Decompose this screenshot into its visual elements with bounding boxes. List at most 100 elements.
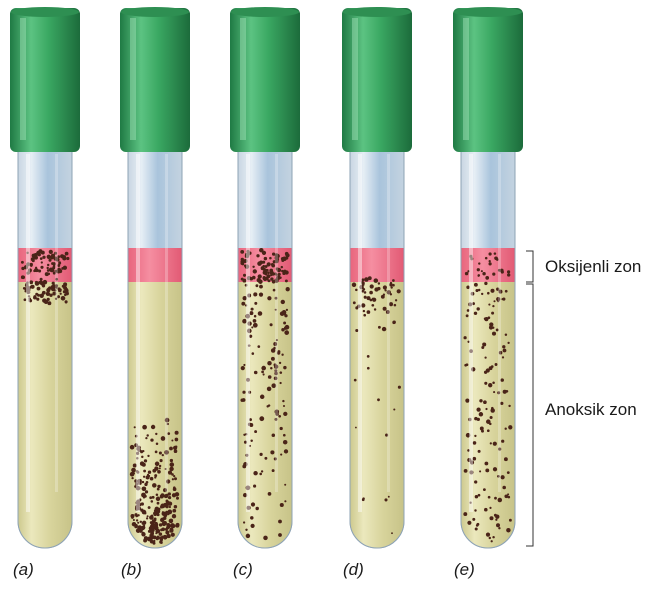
colony-dot	[251, 308, 254, 311]
colony-dot	[267, 387, 272, 392]
colony-dot	[383, 307, 387, 311]
colony-dot	[258, 274, 262, 278]
colony-dot	[251, 326, 253, 328]
colony-dot	[489, 252, 492, 255]
colony-dot	[251, 524, 255, 528]
colony-dot	[284, 330, 289, 335]
colony-dot	[491, 312, 494, 315]
colony-dot	[482, 272, 485, 275]
colony-dot	[355, 427, 357, 429]
colony-dot	[286, 309, 288, 311]
colony-dot	[65, 301, 68, 304]
colony-dot	[34, 268, 38, 272]
colony-dot	[253, 471, 257, 475]
glass-highlight	[387, 154, 390, 492]
colony-dot	[140, 521, 142, 523]
colony-dot	[285, 252, 289, 256]
colony-dot	[267, 262, 271, 266]
colony-dot	[250, 516, 253, 519]
colony-dot	[157, 502, 160, 505]
test-tube-b	[120, 7, 190, 548]
colony-dot	[505, 428, 507, 430]
colony-dot	[467, 521, 471, 525]
colony-dot	[278, 273, 281, 276]
colony-dot	[490, 289, 494, 293]
colony-dot	[30, 285, 33, 288]
colony-dot	[130, 472, 135, 477]
colony-dot	[488, 304, 490, 306]
colony-dot	[147, 474, 149, 476]
colony-dot	[491, 540, 493, 542]
colony-dot	[150, 534, 153, 537]
colony-dot	[253, 319, 257, 323]
colony-dot	[160, 538, 163, 541]
colony-dot	[47, 269, 50, 272]
cap-top	[121, 7, 189, 17]
colony-dot	[164, 536, 166, 538]
colony-dot	[384, 289, 386, 291]
colony-dot	[130, 445, 135, 450]
colony-dot	[255, 507, 258, 510]
colony-dot	[475, 495, 478, 498]
colony-dot	[490, 416, 493, 419]
colony-dot	[136, 528, 141, 533]
colony-dot	[492, 305, 494, 307]
glass-highlight	[498, 154, 501, 492]
colony-dot	[37, 287, 41, 291]
colony-dot	[377, 398, 380, 401]
colony-dot	[161, 436, 166, 441]
colony-dot	[280, 311, 285, 316]
colony-dot	[489, 260, 491, 262]
colony-dot	[266, 274, 270, 278]
colony-dot	[500, 475, 504, 479]
colony-dot	[272, 469, 275, 472]
colony-dot	[170, 462, 175, 467]
colony-dot	[143, 476, 145, 478]
tube-label-c: (c)	[233, 560, 253, 580]
colony-dot	[374, 278, 379, 283]
colony-dot	[147, 455, 149, 457]
colony-dot	[134, 524, 138, 528]
oxygen-zone-label: Oksijenli zon	[545, 257, 641, 277]
colony-dot	[485, 408, 487, 410]
colony-dot	[166, 527, 168, 529]
colony-dot	[508, 425, 512, 429]
colony-dot	[484, 508, 488, 512]
colony-dot	[263, 373, 265, 375]
glass-highlight	[469, 154, 473, 512]
colony-dot	[254, 315, 257, 318]
colony-dot	[493, 442, 497, 446]
colony-dot	[362, 497, 364, 499]
colony-dot	[162, 454, 164, 456]
colony-dot	[142, 425, 147, 430]
colony-dot	[255, 284, 258, 287]
colony-dot	[478, 262, 480, 264]
colony-dot	[40, 294, 44, 298]
tube-label-e: (e)	[454, 560, 475, 580]
tube-label-d: (d)	[343, 560, 364, 580]
colony-dot	[384, 498, 387, 501]
colony-dot	[176, 523, 180, 527]
colony-dot	[481, 293, 483, 295]
colony-dot	[153, 540, 155, 542]
colony-dot	[267, 361, 271, 365]
colony-dot	[372, 298, 374, 300]
colony-dot	[259, 248, 263, 252]
colony-dot	[383, 294, 385, 296]
colony-dot	[253, 323, 258, 328]
colony-dot	[284, 500, 286, 502]
colony-dot	[474, 480, 477, 483]
colony-dot	[272, 280, 276, 284]
colony-dot	[279, 382, 281, 384]
colony-dot	[498, 498, 503, 503]
colony-dot	[507, 471, 510, 474]
colony-dot	[241, 278, 244, 281]
colony-dot	[477, 268, 480, 271]
colony-dot	[465, 398, 469, 402]
colony-dot	[173, 487, 177, 491]
colony-dot	[172, 514, 176, 518]
colony-dot	[152, 483, 157, 488]
colony-dot	[263, 276, 266, 279]
colony-dot	[159, 451, 162, 454]
colony-dot	[142, 481, 144, 483]
